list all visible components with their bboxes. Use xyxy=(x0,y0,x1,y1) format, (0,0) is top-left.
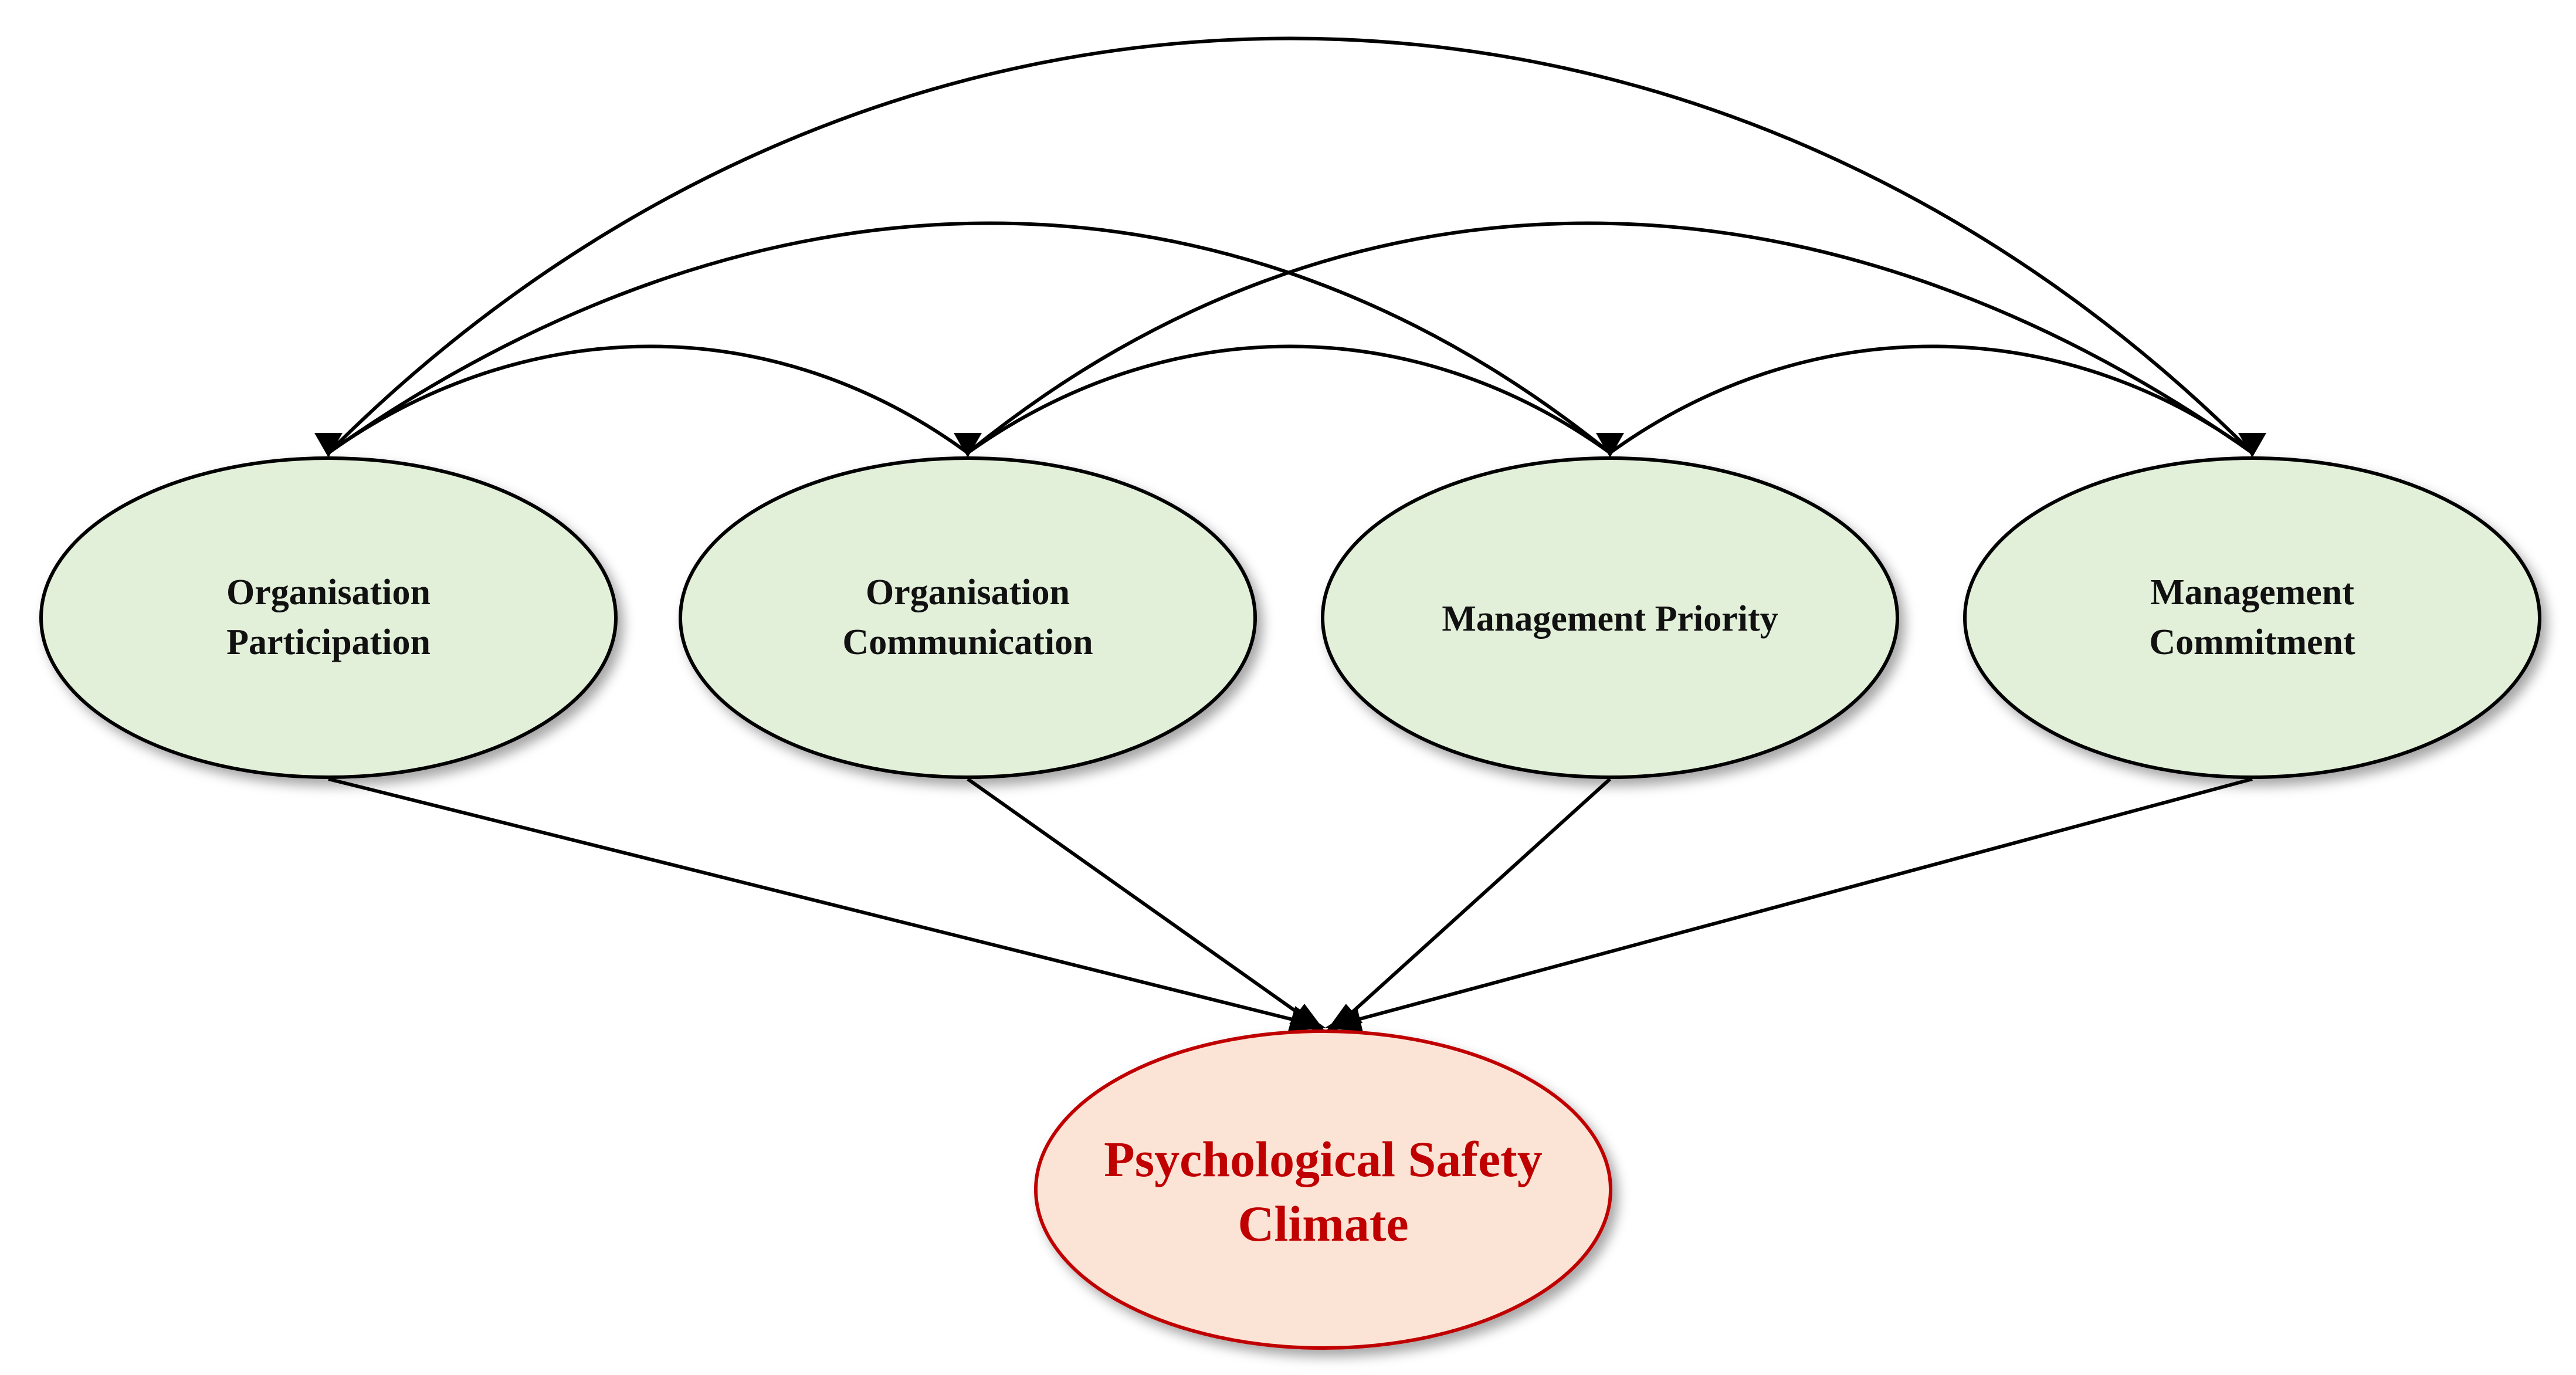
ellipse-management-priority xyxy=(1321,456,1899,779)
label-management-priority: Management Priority xyxy=(1442,599,1778,639)
ellipse-management-commitment xyxy=(1963,456,2541,779)
path-commitment-arrowhead xyxy=(1325,1007,1363,1032)
node-psychological-safety-climate: Psychological Safety Climate xyxy=(1034,1029,1612,1350)
node-management-commitment: Management Commitment xyxy=(1963,456,2541,779)
label-organisation-communication-line2: Communication xyxy=(842,622,1093,662)
factor-nodes: Organisation Participation Organisation … xyxy=(39,456,2541,779)
label-management-commitment-line2: Commitment xyxy=(2149,622,2355,662)
node-organisation-communication: Organisation Communication xyxy=(679,456,1257,779)
path-commitment-outcome xyxy=(1348,777,2253,1024)
arc-participation-communication xyxy=(327,344,969,455)
ellipse-organisation-communication xyxy=(679,456,1257,779)
arc-priority-commitment xyxy=(1609,344,2253,455)
ellipse-psychological-safety-climate xyxy=(1034,1029,1612,1350)
arrowhead-participation xyxy=(314,433,343,458)
arrowhead-priority xyxy=(1596,433,1624,458)
label-management-commitment-line1: Management xyxy=(2150,573,2354,612)
node-organisation-participation: Organisation Participation xyxy=(39,456,618,779)
ellipse-organisation-participation xyxy=(39,456,618,779)
label-psychological-safety-climate-line2: Climate xyxy=(1238,1195,1408,1252)
node-management-priority: Management Priority xyxy=(1321,456,1899,779)
arc-participation-priority xyxy=(327,221,1611,455)
label-organisation-participation-line1: Organisation xyxy=(226,573,431,612)
arrowhead-communication xyxy=(954,433,982,458)
arc-communication-commitment xyxy=(967,221,2253,455)
path-arrows xyxy=(328,777,2253,1034)
label-psychological-safety-climate-line1: Psychological Safety xyxy=(1104,1131,1543,1187)
label-organisation-participation-line2: Participation xyxy=(226,622,431,662)
arc-communication-priority xyxy=(967,344,1611,455)
path-communication-arrowhead xyxy=(1289,1004,1327,1033)
correlation-arcs xyxy=(327,36,2254,455)
label-organisation-communication-line1: Organisation xyxy=(866,573,1070,612)
arc-participation-commitment xyxy=(327,36,2254,455)
path-communication-outcome xyxy=(967,777,1306,1020)
path-priority-outcome xyxy=(1344,777,1612,1020)
path-participation-outcome xyxy=(328,777,1303,1024)
arc-arrowheads xyxy=(314,433,2266,458)
arrowhead-commitment xyxy=(2238,433,2266,458)
